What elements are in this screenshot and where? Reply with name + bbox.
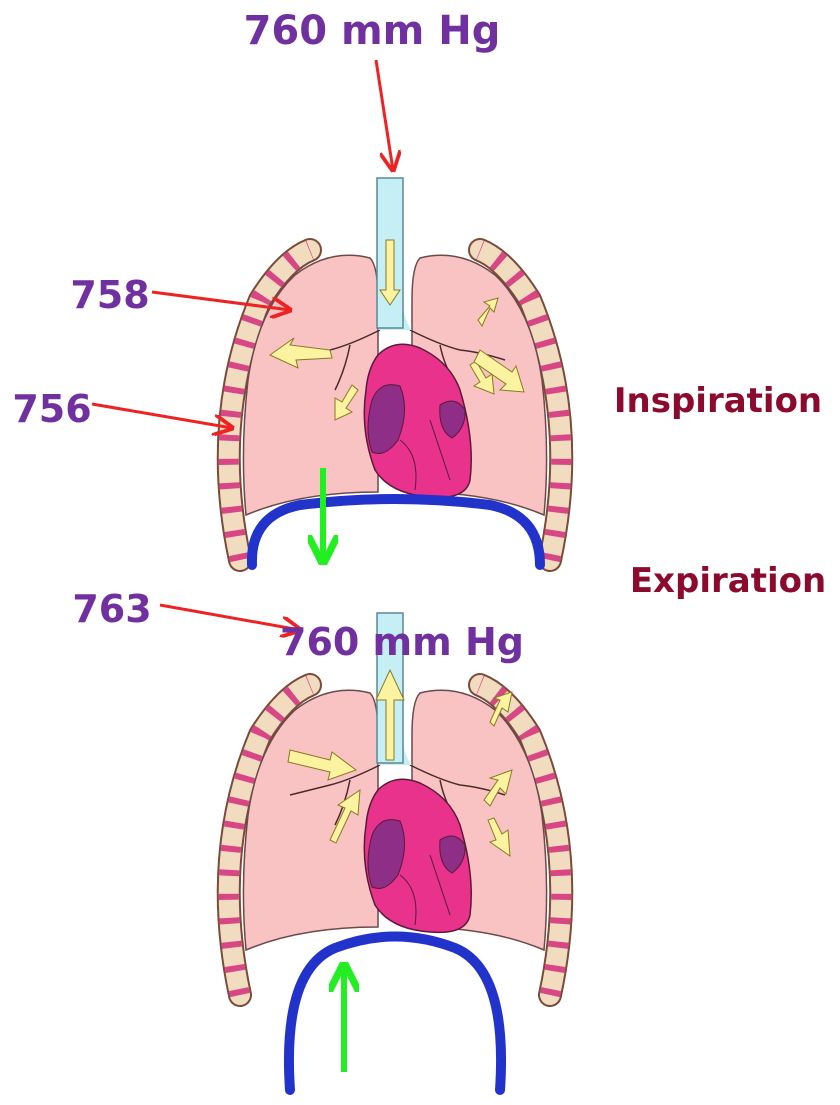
inspiration-phase-label: Inspiration [614, 381, 822, 421]
expiration-panel: 760 mm Hg 763 Expiration [72, 561, 826, 1090]
atmospheric-pressure-label-inspiration: 760 mm Hg [244, 8, 501, 54]
alveolar-pressure-arrow-expiration [160, 605, 300, 630]
intrapleural-pressure-arrow-inspiration [92, 404, 232, 428]
atmospheric-pressure-arrow-inspiration [376, 60, 393, 170]
alveolar-pressure-label: 758 [70, 273, 149, 317]
intrapleural-pressure-label: 756 [12, 387, 91, 431]
expiration-phase-label: Expiration [630, 561, 826, 601]
diaphragm-expiration [289, 937, 501, 1091]
inspiration-panel: 760 mm Hg 758 756 Inspiration [12, 8, 822, 565]
diaphragm-inspiration [252, 499, 540, 565]
alveolar-pressure-label-expiration: 763 [72, 587, 151, 631]
atmospheric-pressure-label-expiration: 760 mm Hg [280, 620, 524, 664]
